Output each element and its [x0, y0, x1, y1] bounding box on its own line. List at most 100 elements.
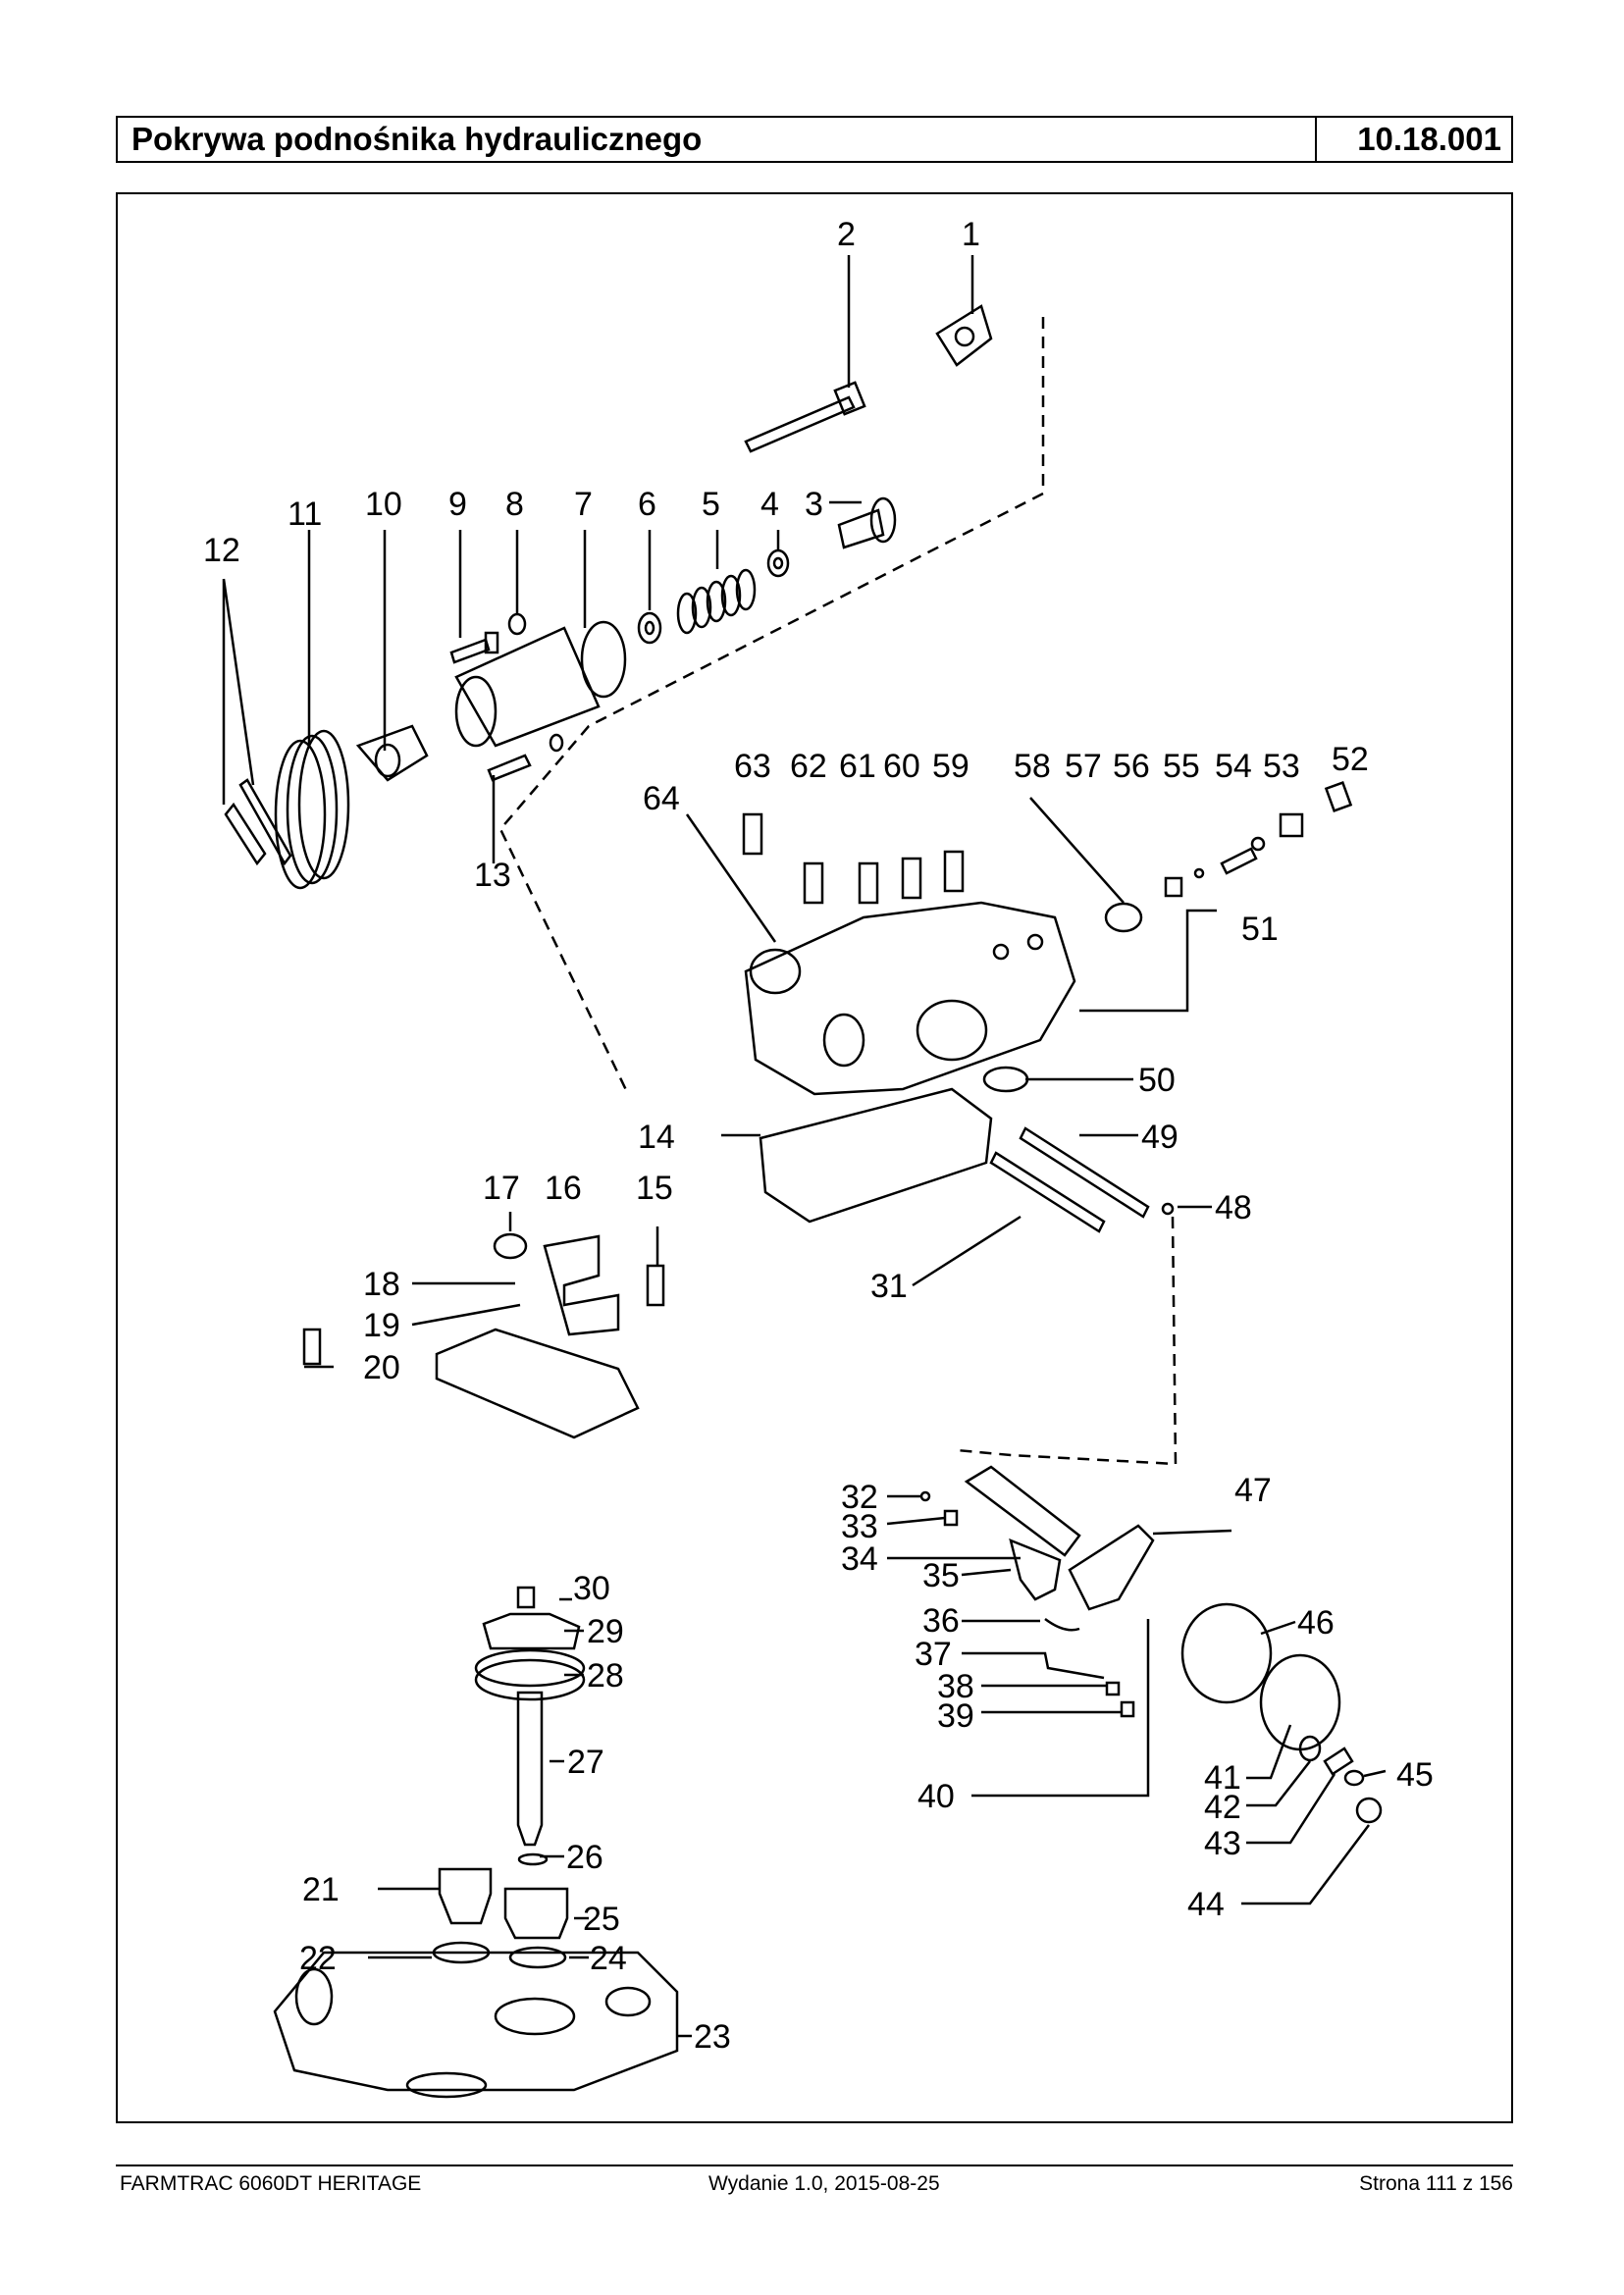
part-17-ring	[493, 1232, 528, 1260]
part-3-shank	[837, 508, 885, 549]
callout-44: 44	[1187, 1886, 1225, 1923]
callout-24: 24	[590, 1940, 627, 1977]
header-bar: Pokrywa podnośnika hydraulicznego 10.18.…	[116, 116, 1513, 163]
callout-41: 41	[1204, 1759, 1241, 1797]
part-1-hole	[954, 326, 975, 347]
callout-51: 51	[1241, 911, 1279, 948]
part-5-spring	[676, 568, 757, 635]
callout-21: 21	[302, 1871, 340, 1908]
callout-46: 46	[1297, 1604, 1335, 1642]
part-39	[1120, 1700, 1135, 1718]
callout-62: 62	[790, 748, 827, 785]
callout-29: 29	[587, 1613, 624, 1650]
part-14-gasket	[759, 1087, 993, 1224]
part-53	[1279, 812, 1304, 838]
callout-39: 39	[937, 1697, 974, 1735]
part-10-lever	[355, 724, 429, 782]
callout-55: 55	[1163, 748, 1200, 785]
part-26-oring	[517, 1852, 549, 1866]
part-28-gear	[474, 1658, 586, 1701]
part-12-rings	[224, 802, 267, 866]
part-7-sleeve	[454, 626, 601, 748]
part-52	[1324, 781, 1353, 812]
callout-50: 50	[1138, 1062, 1176, 1099]
callout-56: 56	[1113, 748, 1150, 785]
part-49-shaft	[1019, 1126, 1150, 1219]
part-44-nut	[1355, 1797, 1383, 1824]
part-30-screw	[516, 1586, 536, 1609]
callout-labels: 1 2 3 4 5 6 7 8 9 10 11 12 13 14 15 16 1…	[203, 216, 1434, 2056]
part-group-code: 10.18.001	[1357, 121, 1501, 157]
callout-31: 31	[870, 1268, 908, 1305]
footer-model: FARMTRAC 6060DT HERITAGE	[120, 2172, 422, 2195]
part-57	[1164, 876, 1183, 898]
part-20-bolt	[302, 1328, 322, 1366]
callout-45: 45	[1396, 1756, 1434, 1794]
part-45	[1343, 1769, 1365, 1787]
part-47-cover	[1068, 1524, 1155, 1611]
part-13-bolt	[487, 754, 532, 782]
part-42-washer	[1298, 1735, 1322, 1762]
callout-49: 49	[1141, 1119, 1179, 1156]
callout-61: 61	[839, 748, 876, 785]
part-50	[982, 1066, 1029, 1093]
part-43	[1323, 1747, 1354, 1776]
part-38	[1105, 1681, 1121, 1696]
callout-36: 36	[922, 1602, 960, 1640]
part-58	[1104, 902, 1143, 933]
part-2-head	[833, 381, 866, 416]
part-21-plug	[438, 1867, 493, 1925]
callout-34: 34	[841, 1540, 878, 1578]
callout-19: 19	[363, 1307, 400, 1344]
callout-27: 27	[567, 1744, 604, 1781]
callout-12: 12	[203, 532, 240, 569]
part-9-bolt	[449, 638, 491, 664]
callout-30: 30	[573, 1570, 610, 1607]
part-15-bolt	[646, 1264, 665, 1307]
footer-page: Strona 111 z 156	[1359, 2172, 1513, 2195]
part-19-plate	[435, 1328, 640, 1439]
callout-43: 43	[1204, 1825, 1241, 1862]
part-33	[943, 1509, 959, 1527]
part-24-washer	[508, 1946, 567, 1969]
callout-4: 4	[760, 486, 779, 523]
callout-52: 52	[1332, 741, 1369, 778]
part-29-knob	[482, 1612, 581, 1650]
callout-57: 57	[1065, 748, 1102, 785]
callout-38: 38	[937, 1668, 974, 1705]
callout-37: 37	[915, 1636, 952, 1673]
callout-40: 40	[917, 1778, 955, 1815]
callout-64: 64	[643, 780, 680, 817]
part-36	[1044, 1617, 1080, 1632]
callout-22: 22	[299, 1940, 337, 1977]
callout-32: 32	[841, 1479, 878, 1516]
callout-8: 8	[505, 486, 524, 523]
callout-18: 18	[363, 1266, 400, 1303]
callout-17: 17	[483, 1170, 520, 1207]
part-41-disc	[1259, 1653, 1341, 1751]
callout-2: 2	[837, 216, 856, 253]
callout-1: 1	[962, 216, 980, 253]
part-6-washer	[637, 611, 662, 645]
callout-23: 23	[694, 2018, 731, 2056]
part-2-rod	[744, 395, 856, 453]
callout-3: 3	[805, 486, 823, 523]
part-4-washer	[766, 548, 790, 578]
callout-15: 15	[636, 1170, 673, 1207]
assembly-dashed-lines	[498, 317, 1178, 1466]
callout-6: 6	[638, 486, 656, 523]
part-16-block	[543, 1234, 620, 1336]
part-22-washer	[432, 1941, 491, 1964]
page-title: Pokrywa podnośnika hydraulicznego	[118, 118, 1317, 161]
callout-47: 47	[1234, 1472, 1272, 1509]
part-3-flange	[869, 496, 897, 544]
part-11-seal	[297, 729, 350, 880]
callout-13: 13	[474, 857, 511, 894]
part-8-circlip	[507, 612, 527, 636]
diagram-frame	[116, 192, 1513, 2123]
part-48	[1161, 1202, 1175, 1216]
part-31-shaft	[989, 1151, 1106, 1233]
callout-5: 5	[702, 486, 720, 523]
part-55	[1220, 847, 1258, 875]
callout-9: 9	[448, 486, 467, 523]
